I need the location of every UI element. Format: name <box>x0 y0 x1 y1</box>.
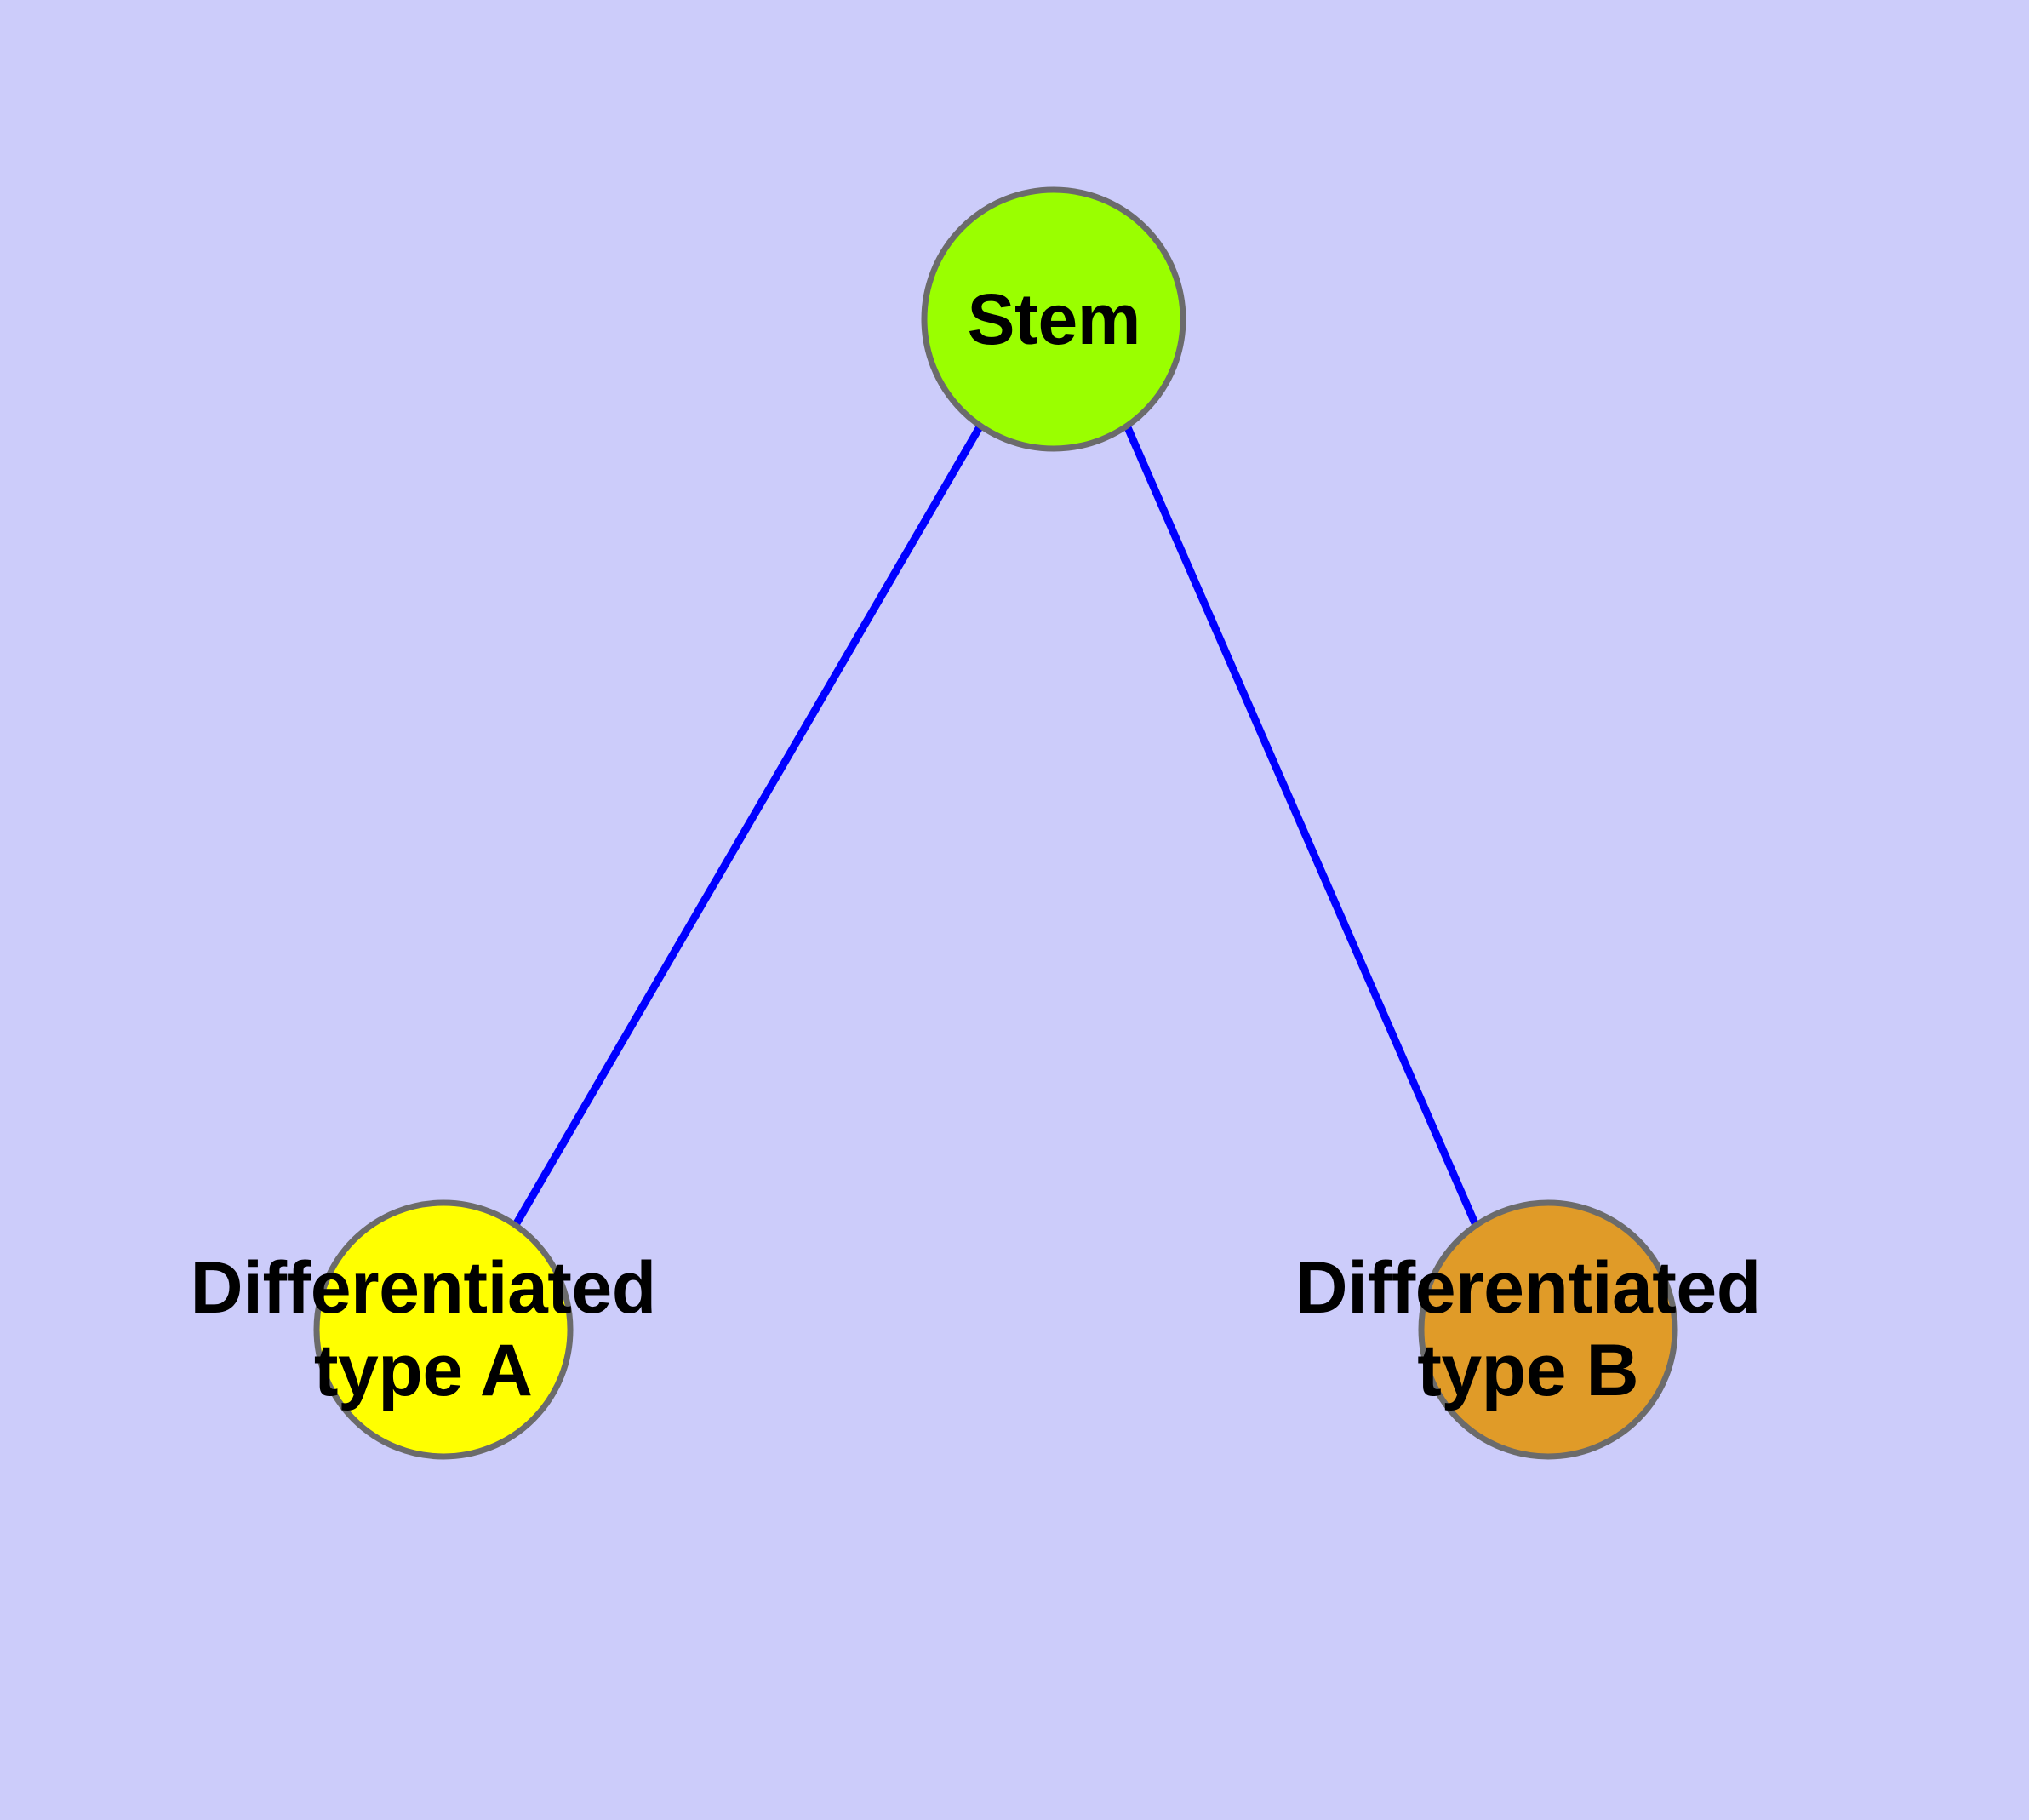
nodes-group <box>313 186 1678 1460</box>
node-diff_a[interactable] <box>313 1199 574 1460</box>
edge-stem-diff-b <box>1123 424 1479 1225</box>
edges-group <box>513 423 1479 1226</box>
node-stem[interactable] <box>921 186 1186 452</box>
node-diff_b[interactable] <box>1418 1199 1678 1460</box>
edge-stem-diff-a <box>513 423 984 1226</box>
